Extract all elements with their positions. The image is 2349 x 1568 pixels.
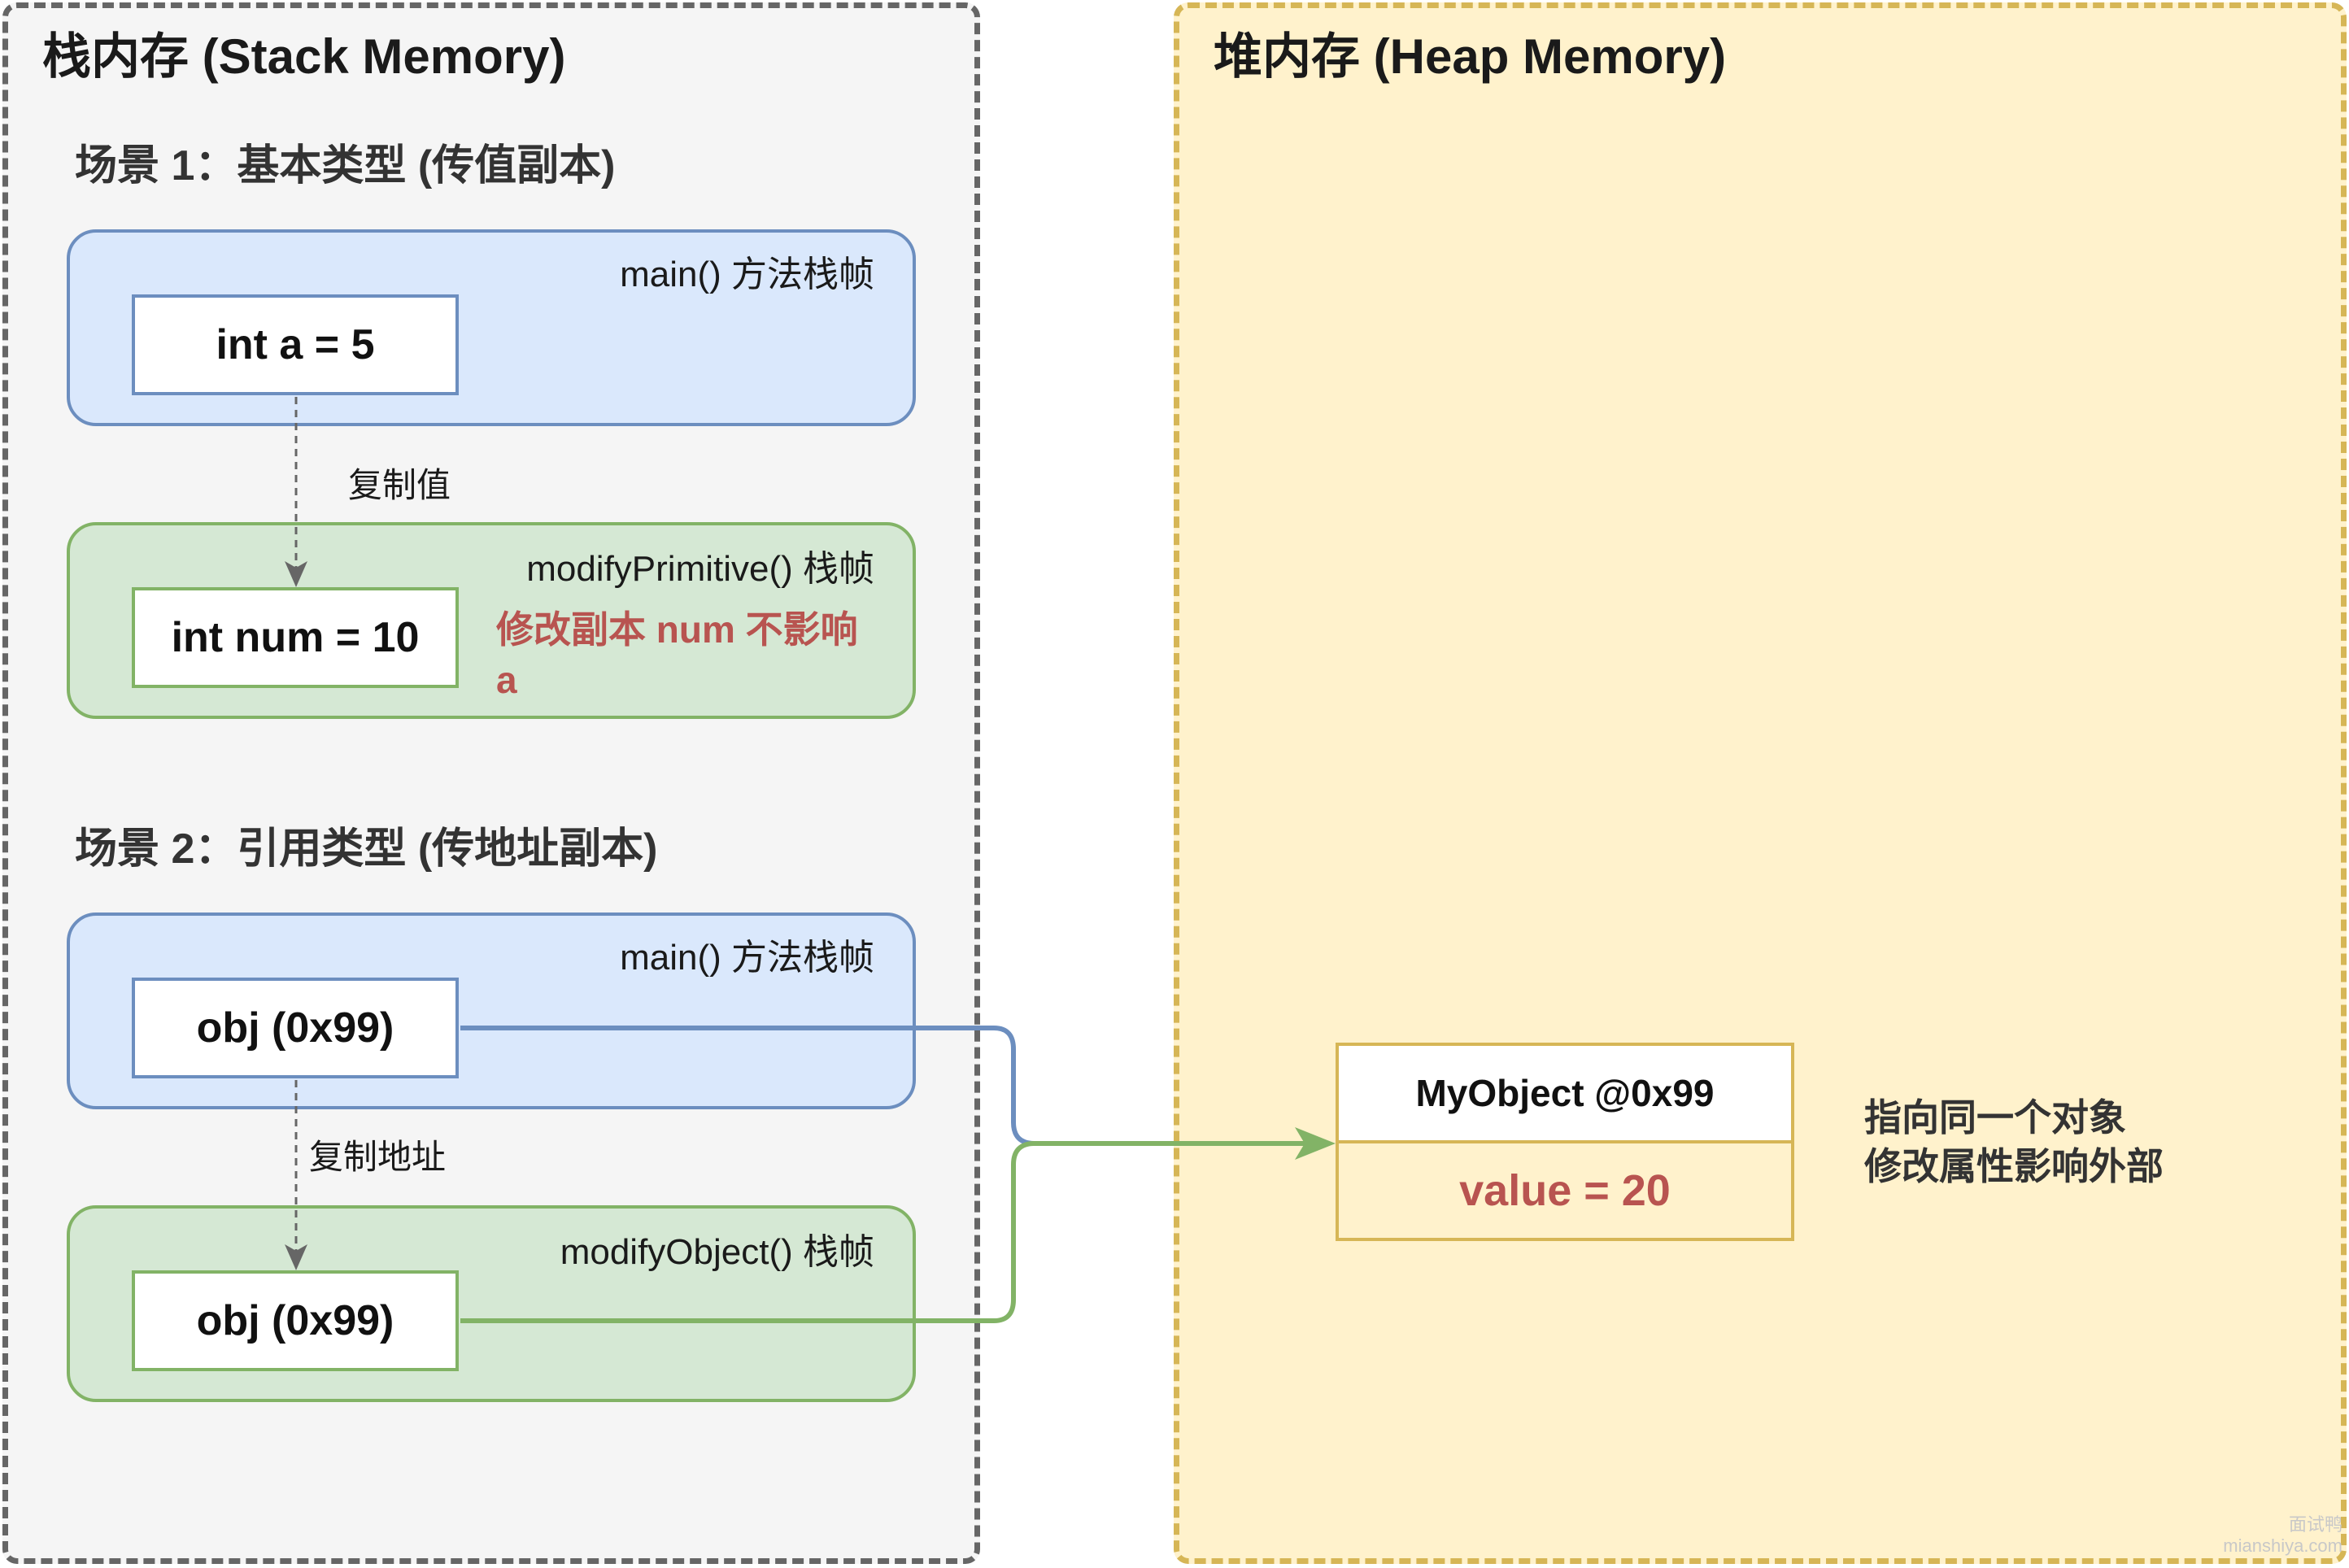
scene1-title: 场景 1：基本类型 (传值副本) <box>75 142 616 189</box>
watermark-line1: 面试鸭 <box>2288 1514 2342 1535</box>
reference-arrowhead <box>1295 1127 1336 1160</box>
heap-note: 指向同一个对象 修改属性影响外部 <box>1864 1093 2164 1191</box>
scene2-edge-label: 复制地址 <box>309 1138 447 1176</box>
heap-memory-panel <box>1174 2 2347 1564</box>
stack-memory-title: 栈内存 (Stack Memory) <box>42 29 566 84</box>
scene2-main-frame-label: main() 方法栈帧 <box>620 938 874 978</box>
scene1-var-num: int num = 10 <box>132 587 459 688</box>
scene1-edge-label: 复制值 <box>348 466 451 504</box>
heap-note-line2: 修改属性影响外部 <box>1864 1145 2164 1187</box>
modify-obj-reference-line <box>460 1141 1305 1323</box>
scene2-copy-address-arrowhead <box>285 1244 307 1270</box>
scene1-note: 修改副本 num 不影响 a <box>496 608 858 701</box>
watermark: 面试鸭 mianshiya.com <box>2223 1514 2342 1557</box>
scene2-title: 场景 2：引用类型 (传地址副本) <box>75 825 658 873</box>
heap-object-header: MyObject @0x99 <box>1336 1043 1794 1143</box>
scene2-main-obj-ref: obj (0x99) <box>132 978 459 1078</box>
heap-note-line1: 指向同一个对象 <box>1864 1096 2126 1139</box>
scene2-modify-obj-ref: obj (0x99) <box>132 1270 459 1371</box>
heap-memory-title: 堆内存 (Heap Memory) <box>1214 29 1727 84</box>
scene1-modify-frame-label: modifyPrimitive() 栈帧 <box>526 549 874 589</box>
scene1-var-a: int a = 5 <box>132 294 459 395</box>
scene1-main-frame-label: main() 方法栈帧 <box>620 255 874 294</box>
scene1-copy-value-arrowhead <box>285 561 307 587</box>
watermark-line2: mianshiya.com <box>2223 1535 2342 1557</box>
scene2-modify-frame-label: modifyObject() 栈帧 <box>560 1232 874 1272</box>
main-obj-reference-line <box>460 1026 1301 1146</box>
heap-object-field: value = 20 <box>1336 1143 1794 1241</box>
